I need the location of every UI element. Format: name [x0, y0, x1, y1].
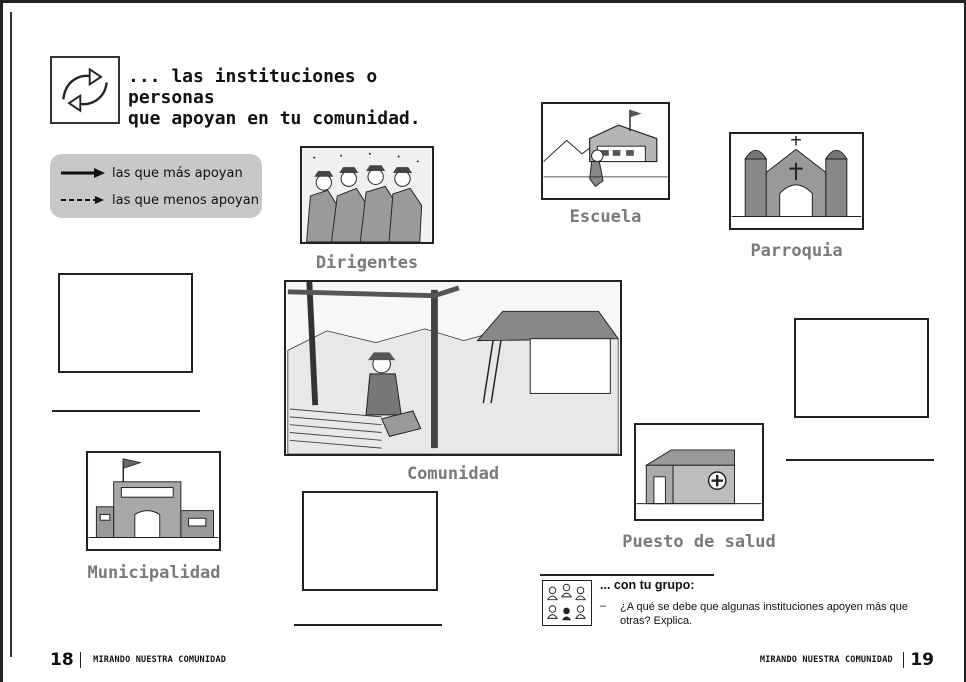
group-task-title: ... con tu grupo:	[600, 578, 695, 592]
escuela-illustration	[541, 102, 670, 200]
write-line-bottom[interactable]	[294, 624, 442, 626]
legend-row-solid: las que más apoyan	[60, 163, 243, 183]
footer-right: MIRANDO NUESTRA COMUNIDAD 19	[760, 650, 934, 670]
footer-separator-right	[902, 652, 905, 668]
parroquia-illustration	[729, 132, 864, 230]
puesto-de-salud-illustration	[634, 423, 764, 521]
left-margin-rule	[10, 12, 12, 657]
page-number-right: 19	[910, 650, 934, 670]
write-line-left[interactable]	[52, 410, 200, 412]
caption-escuela: Escuela	[569, 207, 642, 227]
solid-arrow-icon	[61, 168, 105, 178]
comunidad-illustration	[284, 280, 622, 456]
footer-left: 18 MIRANDO NUESTRA COMUNIDAD	[50, 650, 226, 670]
group-task-rule	[540, 574, 714, 576]
title-line-1: ... las instituciones o personas	[128, 66, 378, 108]
footer-title-left: MIRANDO NUESTRA COMUNIDAD	[93, 655, 227, 665]
caption-puesto-de-salud: Puesto de salud	[622, 532, 776, 552]
municipalidad-illustration	[86, 451, 221, 551]
footer-separator-left	[79, 652, 82, 668]
write-line-right[interactable]	[786, 459, 934, 461]
caption-parroquia: Parroquia	[750, 241, 843, 261]
caption-dirigentes: Dirigentes	[315, 253, 419, 273]
caption-municipalidad: Municipalidad	[87, 563, 221, 583]
empty-box-bottom[interactable]	[302, 491, 438, 591]
page-number-left: 18	[50, 650, 74, 670]
title-line-2: que apoyan en tu comunidad.	[128, 108, 421, 129]
page-title: ... las instituciones o personas que apo…	[128, 66, 458, 129]
caption-comunidad: Comunidad	[406, 464, 500, 484]
group-task-dash: –	[600, 600, 607, 612]
group-people-icon	[542, 580, 592, 626]
legend-dashed-label: las que menos apoyan	[112, 192, 259, 208]
empty-box-left[interactable]	[58, 273, 193, 373]
exchange-arrows-icon	[50, 56, 120, 124]
dashed-arrow-icon	[61, 196, 104, 204]
empty-box-right[interactable]	[794, 318, 929, 418]
group-task-question: ¿A qué se debe que algunas instituciones…	[620, 601, 909, 627]
footer-title-right: MIRANDO NUESTRA COMUNIDAD	[759, 655, 893, 665]
dirigentes-illustration	[300, 146, 434, 244]
legend: las que más apoyan las que menos apoyan	[50, 154, 262, 218]
legend-row-dashed: las que menos apoyan	[60, 190, 259, 210]
legend-solid-label: las que más apoyan	[112, 165, 243, 181]
